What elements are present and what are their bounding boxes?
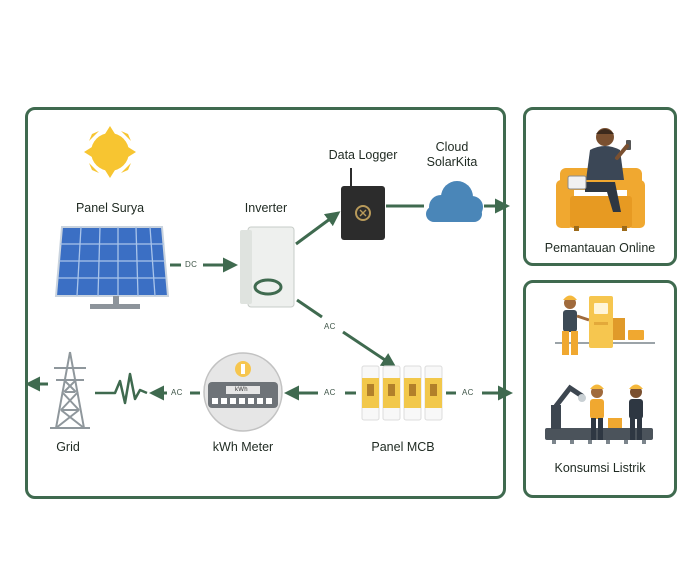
industry-workers-icon [545,295,655,444]
pulse-icon [95,372,148,405]
data-logger-label: Data Logger [328,148,398,162]
ac-label-mcb-consumption: AC [462,388,474,397]
inverter-label: Inverter [244,201,288,215]
kwh-meter-icon [203,352,283,432]
ac-label-mcb-meter: AC [324,388,336,397]
meter-face-text: kWh [235,387,248,393]
grid-label: Grid [56,440,80,454]
konsumsi-label: Konsumsi Listrik [554,461,646,475]
pemantauan-label: Pemantauan Online [544,241,656,255]
panel-mcb-label: Panel MCB [371,440,435,454]
panel-surya-label: Panel Surya [75,201,145,215]
sun-icon [84,126,136,178]
ac-label-meter-grid: AC [171,388,183,397]
cloud-label: Cloud SolarKita [426,140,478,169]
inverter-logger-arrow [295,211,341,246]
meter-grid-connector [95,372,200,405]
person-sofa-icon [556,128,645,231]
data-logger-icon [341,168,385,240]
inverter-mcb-connector [296,298,397,368]
mcb-breaker-icon [361,365,443,421]
transmission-tower-icon [50,351,90,429]
ac-label-inverter-mcb: AC [324,322,336,331]
dc-label: DC [185,260,198,269]
inverter-icon [240,226,295,308]
solar-panel-icon [54,226,170,309]
kwh-meter-label: kWh Meter [212,440,274,454]
cloud-icon [426,181,483,222]
